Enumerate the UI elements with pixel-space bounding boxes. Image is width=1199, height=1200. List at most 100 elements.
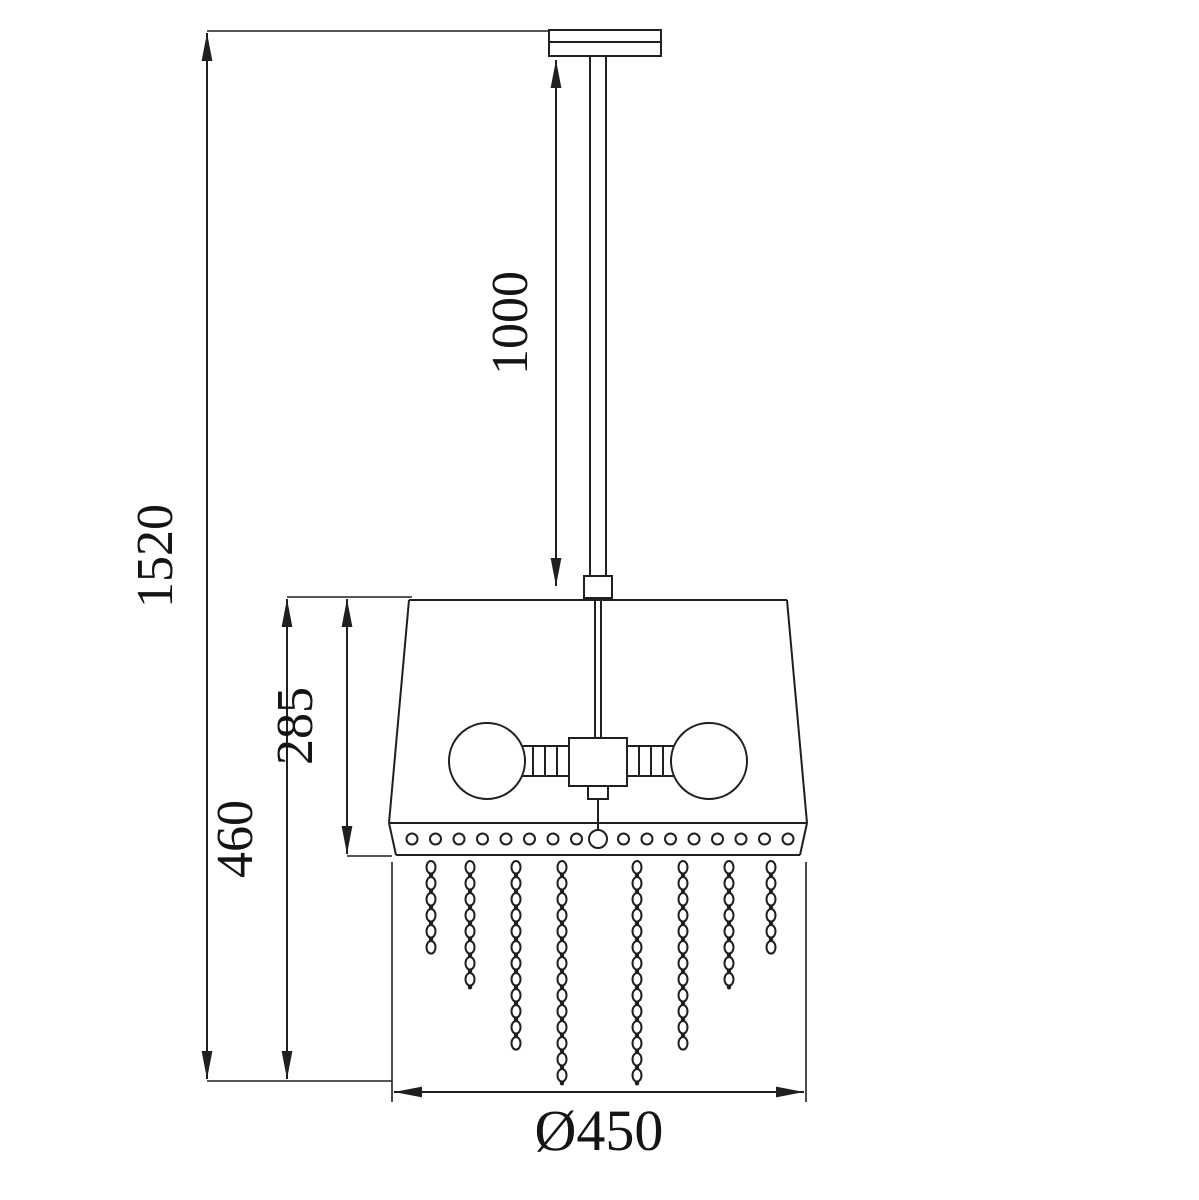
bead-chain <box>765 860 777 955</box>
chain-bead <box>464 860 476 875</box>
chain-bead <box>464 956 476 971</box>
chain-bead <box>631 924 643 939</box>
chain-bead <box>631 876 643 891</box>
chain-bead <box>631 940 643 955</box>
rim-bead <box>452 832 466 846</box>
chain-bead <box>425 860 437 875</box>
bead-row <box>405 832 795 846</box>
bead-chain <box>723 860 735 990</box>
bead-chain <box>631 860 643 1086</box>
dim-label-body-height: 460 <box>207 800 264 878</box>
chain-bead <box>510 892 522 907</box>
shade-right-side <box>786 599 808 824</box>
chain-bead <box>765 940 777 955</box>
chain-bead <box>510 988 522 1003</box>
chain-bead <box>556 876 568 891</box>
chain-bead <box>631 1052 643 1067</box>
chain-bead <box>723 908 735 923</box>
lamp-body <box>448 722 748 849</box>
rim-bead <box>640 832 654 846</box>
central-block <box>568 737 628 787</box>
rim-bead <box>523 832 536 846</box>
chain-bead <box>510 940 522 955</box>
rim-bead <box>734 832 748 846</box>
chain-bead <box>464 876 476 891</box>
dim-label-overall-height: 1520 <box>127 504 184 608</box>
chain-bead <box>677 1036 689 1051</box>
dim-label-diameter: Ø450 <box>535 1098 664 1163</box>
chain-link <box>559 1081 565 1086</box>
rim-bead <box>687 832 701 846</box>
chain-bead <box>510 924 522 939</box>
shade-band-left-edge <box>388 822 397 856</box>
dimension-rod-length: 1000 <box>482 60 562 586</box>
chain-bead <box>510 956 522 971</box>
chain-bead <box>723 972 735 987</box>
bead-chain <box>464 860 476 990</box>
dimension-body-height: 460 <box>207 596 412 1079</box>
chain-bead <box>425 876 437 891</box>
chain-link <box>634 1081 640 1086</box>
chain-bead <box>556 1052 568 1067</box>
ceiling-canopy <box>548 29 662 57</box>
lamp-shade <box>388 599 808 856</box>
chain-bead <box>556 940 568 955</box>
chain-link <box>726 985 732 990</box>
chain-bead <box>556 924 568 939</box>
chain-bead <box>723 924 735 939</box>
right-bulb-glass <box>670 722 748 800</box>
rod-collar <box>583 575 613 599</box>
bead-chain <box>510 860 522 1051</box>
chain-bead <box>556 892 568 907</box>
rim-bead <box>664 832 677 846</box>
dimension-overall-height: 1520 <box>127 30 549 1082</box>
chain-bead <box>765 892 777 907</box>
block-lower-nub <box>587 785 609 800</box>
chain-bead <box>631 1036 643 1051</box>
chain-bead <box>631 1020 643 1035</box>
chain-bead <box>425 908 437 923</box>
rim-bead <box>570 832 583 846</box>
chain-bead <box>723 892 735 907</box>
dimension-diameter: Ø450 <box>391 862 807 1163</box>
chain-bead <box>723 876 735 891</box>
chain-bead <box>464 908 476 923</box>
chain-bead <box>677 988 689 1003</box>
chain-bead <box>677 1004 689 1019</box>
rim-bead <box>617 832 630 846</box>
chain-bead <box>677 860 689 875</box>
chain-bead <box>556 908 568 923</box>
chain-bead <box>723 940 735 955</box>
chain-bead <box>510 972 522 987</box>
chain-bead <box>631 1068 643 1083</box>
left-bulb-glass <box>448 722 526 800</box>
rim-bead <box>405 832 419 846</box>
chain-bead <box>677 956 689 971</box>
chain-bead <box>723 860 735 875</box>
chain-bead <box>464 924 476 939</box>
rim-bead <box>758 832 771 846</box>
chain-bead <box>510 1020 522 1035</box>
chain-bead <box>510 908 522 923</box>
chain-bead <box>765 860 777 875</box>
chain-bead <box>464 972 476 987</box>
dimension-shade-height: 285 <box>267 599 392 857</box>
bead-chains <box>425 860 777 1086</box>
chain-bead <box>556 860 568 875</box>
chain-bead <box>631 988 643 1003</box>
chain-bead <box>556 972 568 987</box>
chain-bead <box>723 956 735 971</box>
chain-bead <box>556 1068 568 1083</box>
chain-bead <box>510 1036 522 1051</box>
chain-bead <box>765 908 777 923</box>
chain-bead <box>510 1004 522 1019</box>
chain-bead <box>631 860 643 875</box>
right-bulb <box>626 722 748 800</box>
chain-bead <box>510 860 522 875</box>
bead-chain <box>556 860 568 1086</box>
chain-bead <box>677 908 689 923</box>
rim-bead <box>781 832 795 846</box>
chain-bead <box>556 956 568 971</box>
